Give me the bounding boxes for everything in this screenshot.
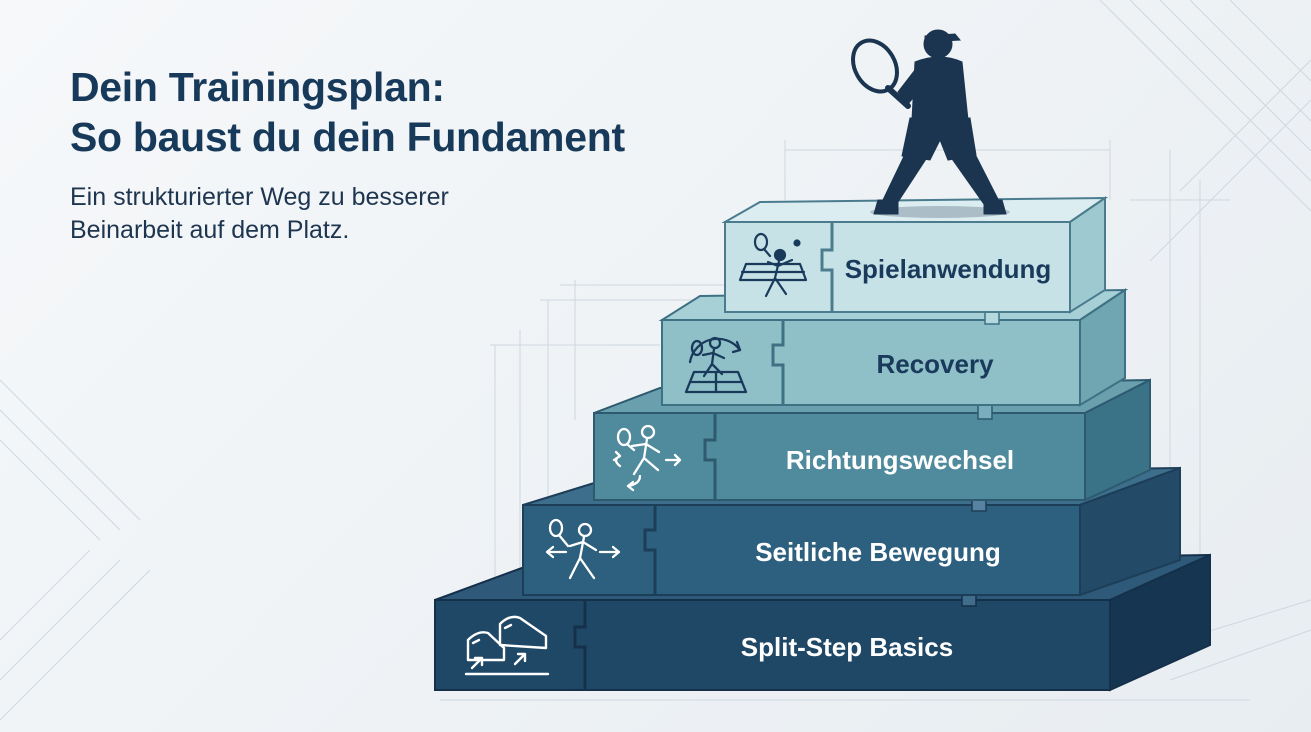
tennis-player-icon bbox=[844, 30, 1010, 218]
step-label-3: Richtungswechsel bbox=[786, 445, 1014, 475]
step-label-2: Seitliche Bewegung bbox=[755, 537, 1001, 567]
step-label-5: Spielanwendung bbox=[845, 254, 1052, 284]
step-label-1: Split-Step Basics bbox=[741, 632, 953, 662]
step-label-4: Recovery bbox=[876, 349, 994, 379]
